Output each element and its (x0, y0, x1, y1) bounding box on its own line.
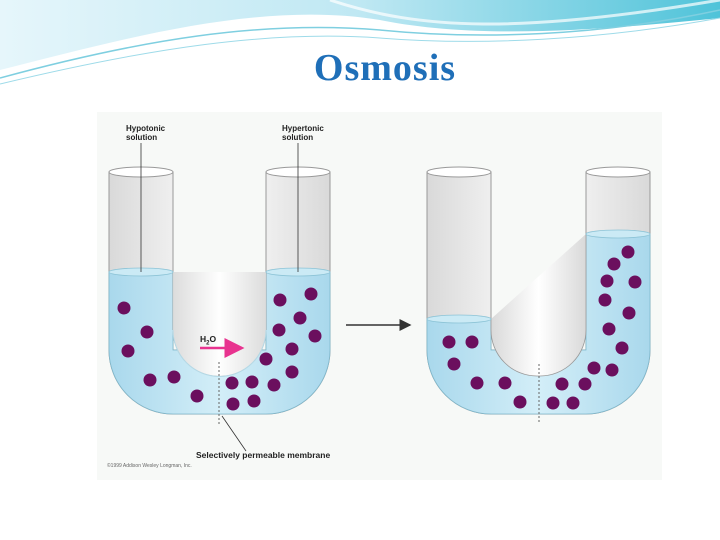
u-tube-after (426, 166, 651, 415)
solute-particle (498, 376, 512, 390)
solute-particle (566, 396, 580, 410)
water-o: O (209, 334, 217, 344)
solute-particle (628, 275, 642, 289)
solute-particle (578, 377, 592, 391)
membrane-label: Selectively permeable membrane (196, 450, 331, 460)
solute-particle (447, 357, 461, 371)
solute-particle (117, 301, 131, 315)
solute-particle (555, 377, 569, 391)
solute-particle (140, 325, 154, 339)
solute-particle (546, 396, 560, 410)
solute-particle (273, 293, 287, 307)
copyright-text: ©1999 Addison Wesley Longman, Inc. (107, 463, 192, 469)
solute-particles (117, 245, 642, 411)
solute-particle (470, 376, 484, 390)
water-h: H (200, 334, 207, 344)
slide-title: Osmosis (313, 47, 457, 89)
solute-particle (226, 397, 240, 411)
solute-particle (190, 389, 204, 403)
solute-particle (598, 293, 612, 307)
solute-particle (308, 329, 322, 343)
hypertonic-label: Hypertonic solution (282, 124, 324, 142)
solute-particle (602, 322, 616, 336)
solute-particle (605, 363, 619, 377)
solute-particle (587, 361, 601, 375)
solute-particle (622, 306, 636, 320)
solute-particle (225, 376, 239, 390)
solute-particle (285, 365, 299, 379)
solute-particle (272, 323, 286, 337)
solute-particle (285, 342, 299, 356)
solute-particle (600, 274, 614, 288)
membrane-leader-line (221, 415, 247, 452)
water-sub: 2 (206, 340, 210, 347)
solute-particle (304, 287, 318, 301)
solute-particle (267, 378, 281, 392)
hypotonic-label: Hypotonic solution (126, 124, 166, 142)
solute-particle (293, 311, 307, 325)
solute-particle (121, 344, 135, 358)
solute-particle (245, 375, 259, 389)
solute-particle (143, 373, 157, 387)
solute-particle (607, 257, 621, 271)
solute-particle (442, 335, 456, 349)
solute-particle (513, 395, 527, 409)
water-label: H2O (200, 335, 216, 349)
solute-particle (615, 341, 629, 355)
solute-particle (167, 370, 181, 384)
solute-particle (621, 245, 635, 259)
solute-particle (259, 352, 273, 366)
header-swoosh (0, 0, 720, 85)
solute-particle (247, 394, 261, 408)
solute-particle (465, 335, 479, 349)
